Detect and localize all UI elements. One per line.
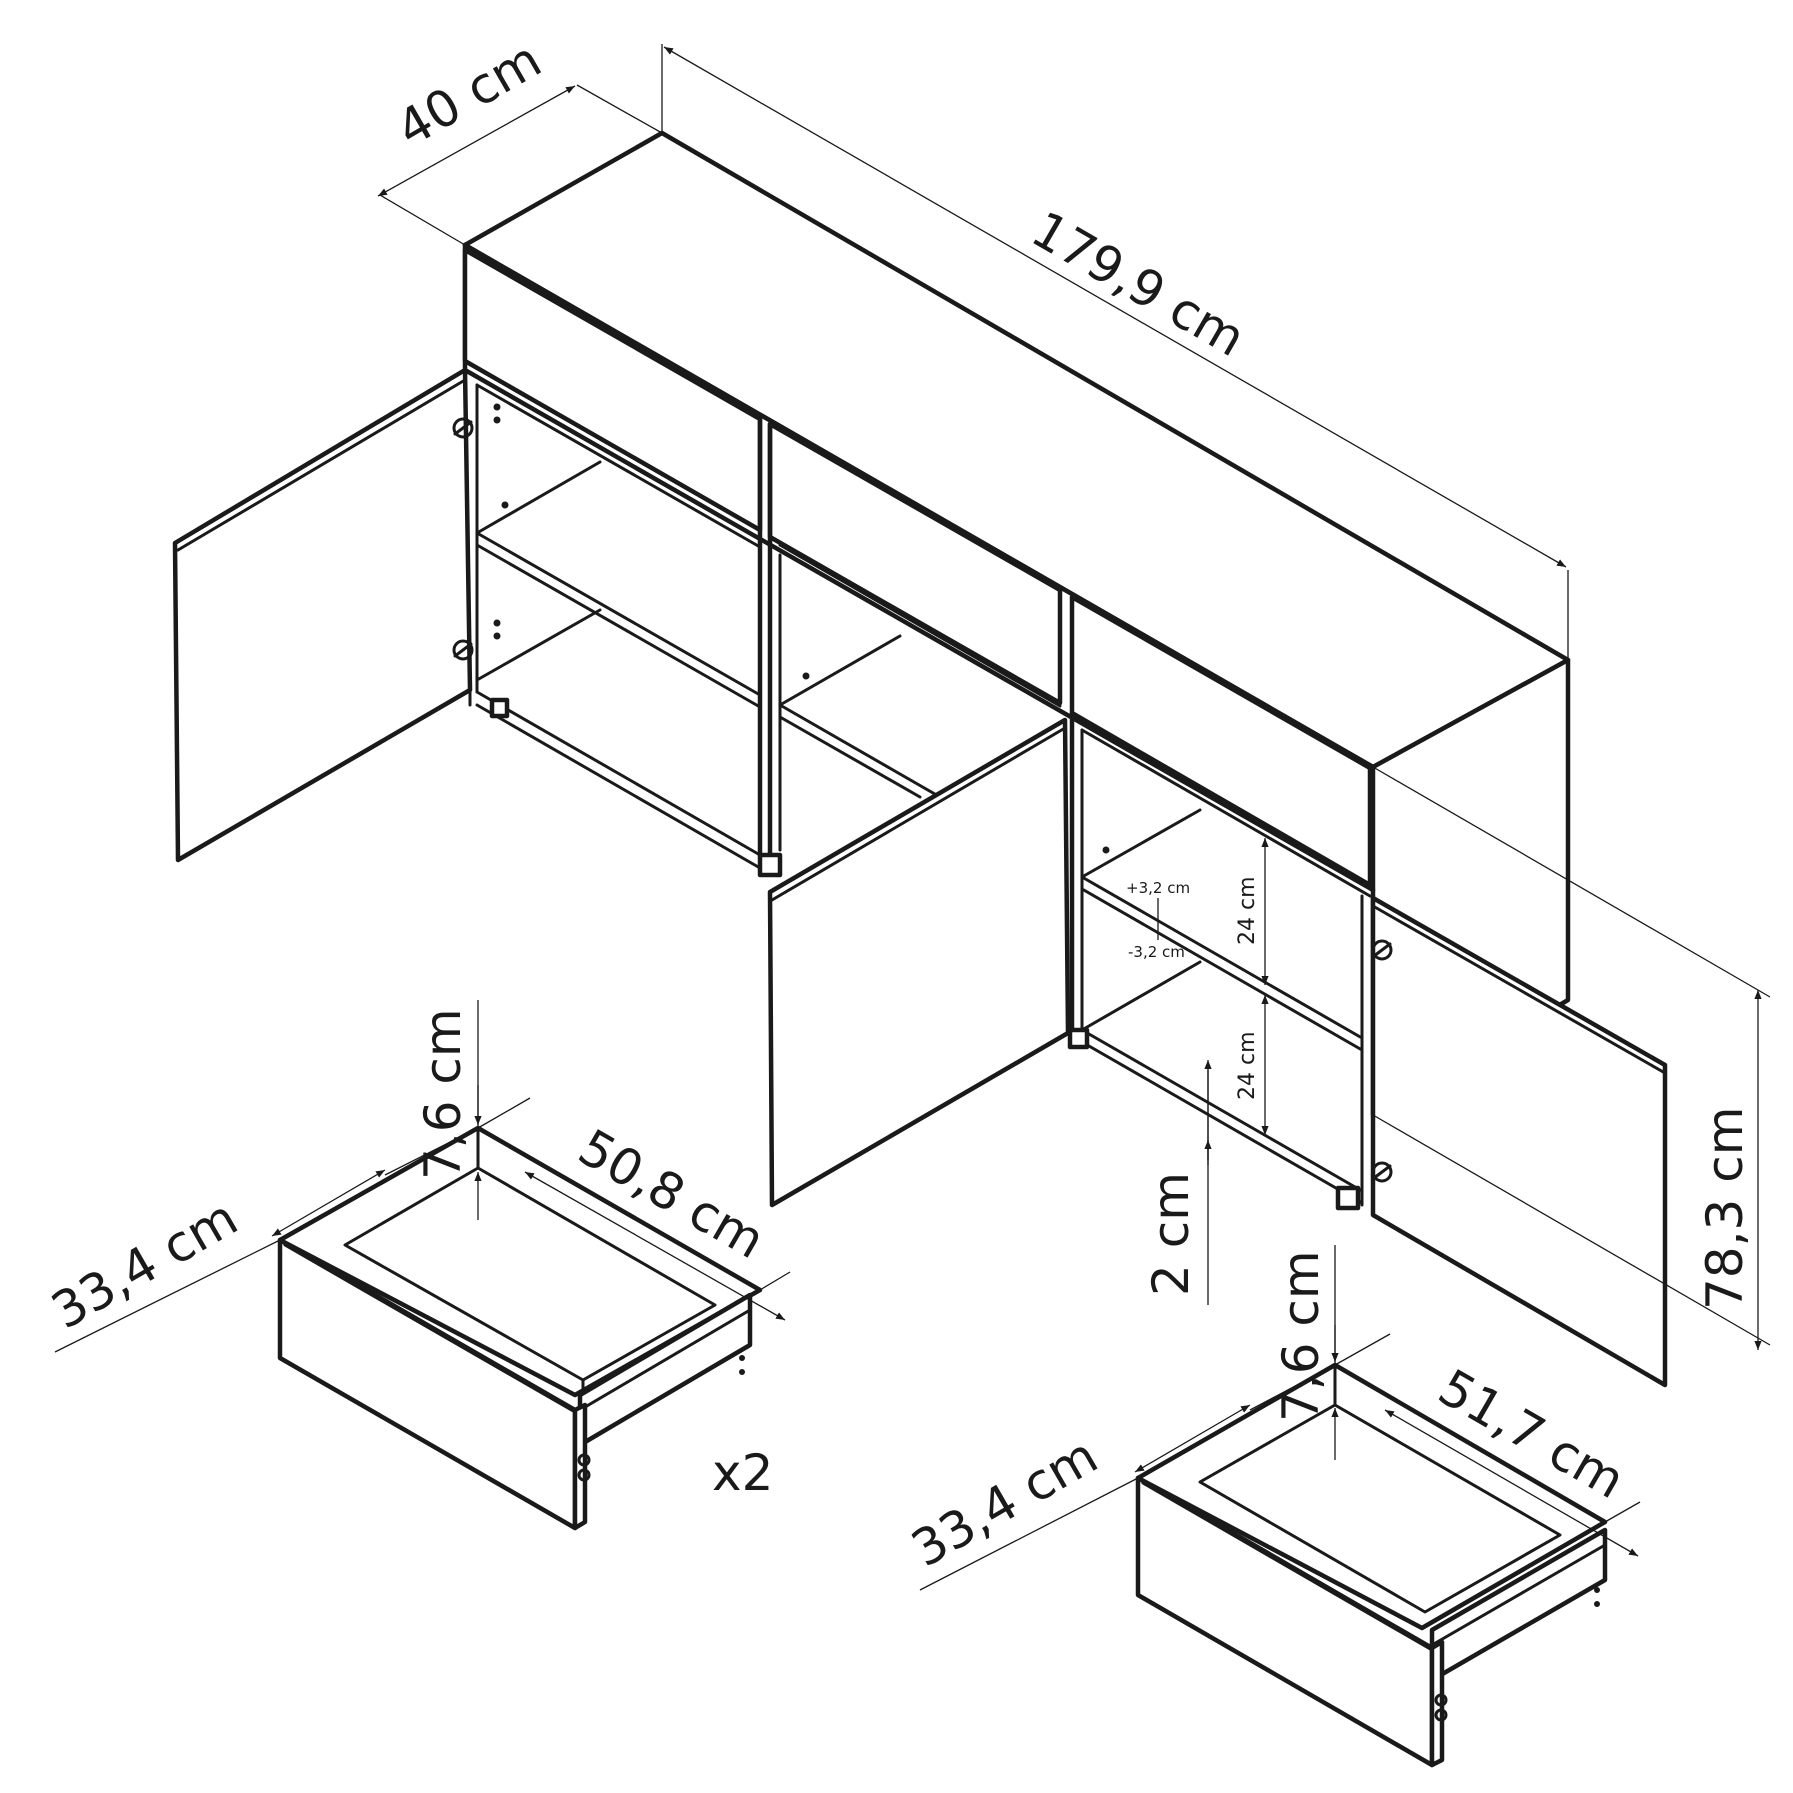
drawer-small xyxy=(277,1125,763,1531)
height-label: 78,3 cm xyxy=(1696,1107,1754,1310)
cabinet-leg xyxy=(1335,1185,1361,1211)
shelf-spacing-lower-label: 24 cm xyxy=(1235,1031,1260,1100)
left-compartment xyxy=(468,383,762,870)
cabinet-leg xyxy=(757,852,783,878)
dimension-height: 78,3 cm xyxy=(1372,766,1771,1350)
door-middle xyxy=(767,717,1071,1208)
right-compartment xyxy=(1067,710,1372,1211)
shelf-adjust-up-label: +3,2 cm xyxy=(1126,879,1190,897)
cabinet-leg xyxy=(1067,1027,1090,1050)
shelf-spacing-upper-label: 24 cm xyxy=(1235,876,1260,945)
shelf-adjust-down-label: -3,2 cm xyxy=(1128,943,1185,961)
leg-height-label: 2 cm xyxy=(1142,1172,1200,1296)
dimension-shelf-spacing: 24 cm 24 cm +3,2 cm -3,2 cm xyxy=(1126,838,1269,1135)
drawer-large-depth-label: 33,4 cm xyxy=(902,1426,1107,1578)
dimension-leg-height: 2 cm xyxy=(1142,1060,1212,1305)
drawer-large xyxy=(1135,1362,1608,1768)
width-label: 179,9 cm xyxy=(1022,200,1255,368)
door-left xyxy=(172,367,473,863)
drawer-small-height-label: 7,6 cm xyxy=(414,1008,472,1180)
depth-label: 40 cm xyxy=(387,30,551,158)
drawer-large-height-label: 7,6 cm xyxy=(1272,1250,1330,1422)
drawer-small-depth-label: 33,4 cm xyxy=(42,1188,247,1340)
top-drawer-right xyxy=(1069,594,1373,888)
drawer-small-quantity-label: x2 xyxy=(712,1444,773,1502)
door-right xyxy=(1370,895,1668,1388)
cabinet-leg xyxy=(489,697,510,719)
hinge-icon xyxy=(452,417,1393,1183)
